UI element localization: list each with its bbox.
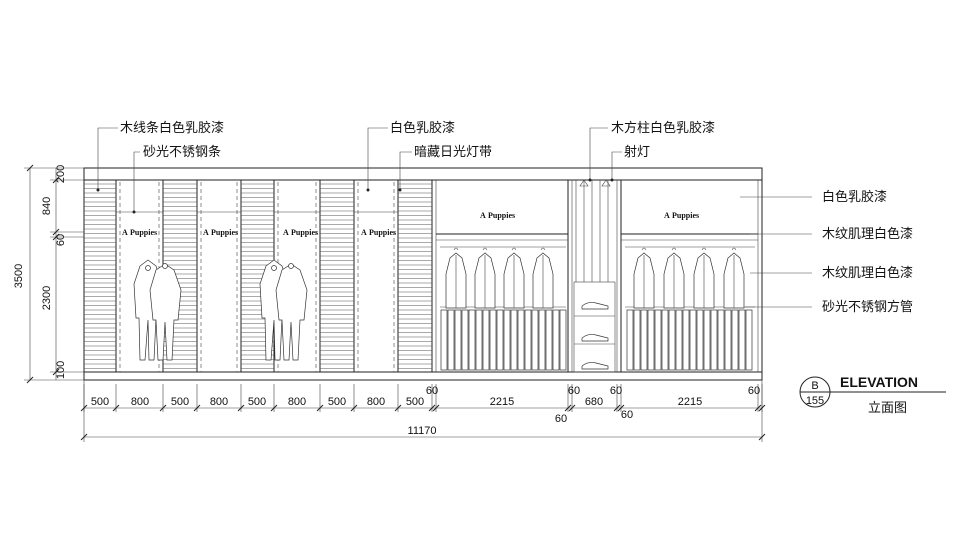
trousers-row-2 (626, 309, 753, 371)
jacket-4 (532, 247, 554, 309)
dim-seg-2: 800 (131, 396, 149, 408)
vertical-dimension-lines (24, 164, 84, 384)
svg-text:Puppies: Puppies (130, 228, 157, 237)
dim-60-below-b: 60 (621, 409, 633, 421)
dim-2300: 2300 (41, 286, 53, 310)
dim-seg-7: 500 (328, 396, 346, 408)
annotation-leaders (96, 127, 812, 308)
jacket-3 (503, 247, 525, 309)
dim-2215-b: 2215 (678, 396, 702, 408)
dim-seg-3: 500 (171, 396, 189, 408)
dim-100: 100 (55, 361, 67, 379)
label-satin-stainless-strip: 砂光不锈钢条 (143, 144, 221, 160)
label-wood-grain-white-1: 木纹肌理白色漆 (822, 226, 913, 242)
sheet-number: 155 (806, 395, 824, 407)
title-english: ELEVATION (840, 374, 918, 390)
slatted-panels (84, 183, 432, 369)
mannequin-group-left (133, 259, 182, 361)
label-satin-stainless-tube: 砂光不锈钢方管 (822, 299, 913, 315)
dim-200: 200 (55, 165, 67, 183)
jacket-6 (663, 247, 685, 309)
slat-panel-5 (398, 183, 432, 369)
dim-2215-a: 2215 (490, 396, 514, 408)
jacket-2 (474, 247, 496, 309)
brand-logo-4: A Puppies (361, 228, 396, 237)
dim-60-below-a: 60 (555, 413, 567, 425)
slat-panel-4 (320, 183, 354, 369)
horizontal-dimension-ticks (80, 384, 766, 412)
svg-text:A: A (283, 228, 289, 237)
jacket-1 (445, 247, 467, 309)
dim-seg-5: 500 (248, 396, 266, 408)
mannequin-group-middle (259, 259, 308, 361)
mannequins (133, 259, 308, 361)
svg-text:A: A (361, 228, 367, 237)
dim-840: 840 (41, 197, 53, 215)
label-wood-strip-white-latex: 木线条白色乳胶漆 (120, 120, 224, 136)
trousers-row-1 (440, 309, 567, 371)
dim-seg-6: 800 (288, 396, 306, 408)
label-white-latex-top: 白色乳胶漆 (390, 120, 455, 136)
svg-text:A: A (203, 228, 209, 237)
svg-text:Puppies: Puppies (488, 211, 515, 220)
dim-total-height: 3500 (13, 264, 25, 288)
brand-logo-5: A Puppies (480, 211, 515, 220)
dim-seg-4: 800 (210, 396, 228, 408)
dim-60: 60 (55, 234, 67, 246)
dim-60-d: 60 (748, 385, 760, 397)
label-white-latex-right: 白色乳胶漆 (822, 189, 887, 205)
dim-seg-9: 500 (406, 396, 424, 408)
jacket-7 (693, 247, 715, 309)
svg-text:A: A (122, 228, 128, 237)
hanging-garments (440, 247, 753, 371)
svg-text:A: A (480, 211, 486, 220)
dim-60-a: 60 (426, 385, 438, 397)
svg-text:Puppies: Puppies (211, 228, 238, 237)
dim-seg-8: 800 (367, 396, 385, 408)
jacket-5 (633, 247, 655, 309)
svg-text:Puppies: Puppies (291, 228, 318, 237)
svg-text:Puppies: Puppies (369, 228, 396, 237)
svg-text:A: A (664, 211, 670, 220)
dim-total-width: 11170 (408, 425, 437, 437)
right-cabinets (436, 179, 758, 373)
dim-seg-1: 500 (91, 396, 109, 408)
dim-60-b: 60 (568, 385, 580, 397)
brand-logo-2: A Puppies (203, 228, 238, 237)
label-spotlight: 射灯 (624, 144, 650, 160)
dim-680: 680 (585, 396, 603, 408)
brand-logo-3: A Puppies (283, 228, 318, 237)
brand-logo-1: A Puppies (122, 228, 157, 237)
section-letter: B (811, 380, 818, 392)
label-hidden-fluorescent: 暗藏日光灯带 (414, 145, 492, 160)
title-block: B 155 ELEVATION 立面图 (799, 374, 946, 416)
label-wood-grain-white-2: 木纹肌理白色漆 (822, 265, 913, 281)
svg-text:Puppies: Puppies (672, 211, 699, 220)
slat-panel-1 (84, 183, 116, 369)
label-wood-column-white-latex: 木方柱白色乳胶漆 (611, 120, 715, 136)
jacket-8 (723, 247, 745, 309)
brand-logo-6: A Puppies (664, 211, 699, 220)
dim-60-c: 60 (610, 385, 622, 397)
title-chinese: 立面图 (868, 401, 907, 416)
